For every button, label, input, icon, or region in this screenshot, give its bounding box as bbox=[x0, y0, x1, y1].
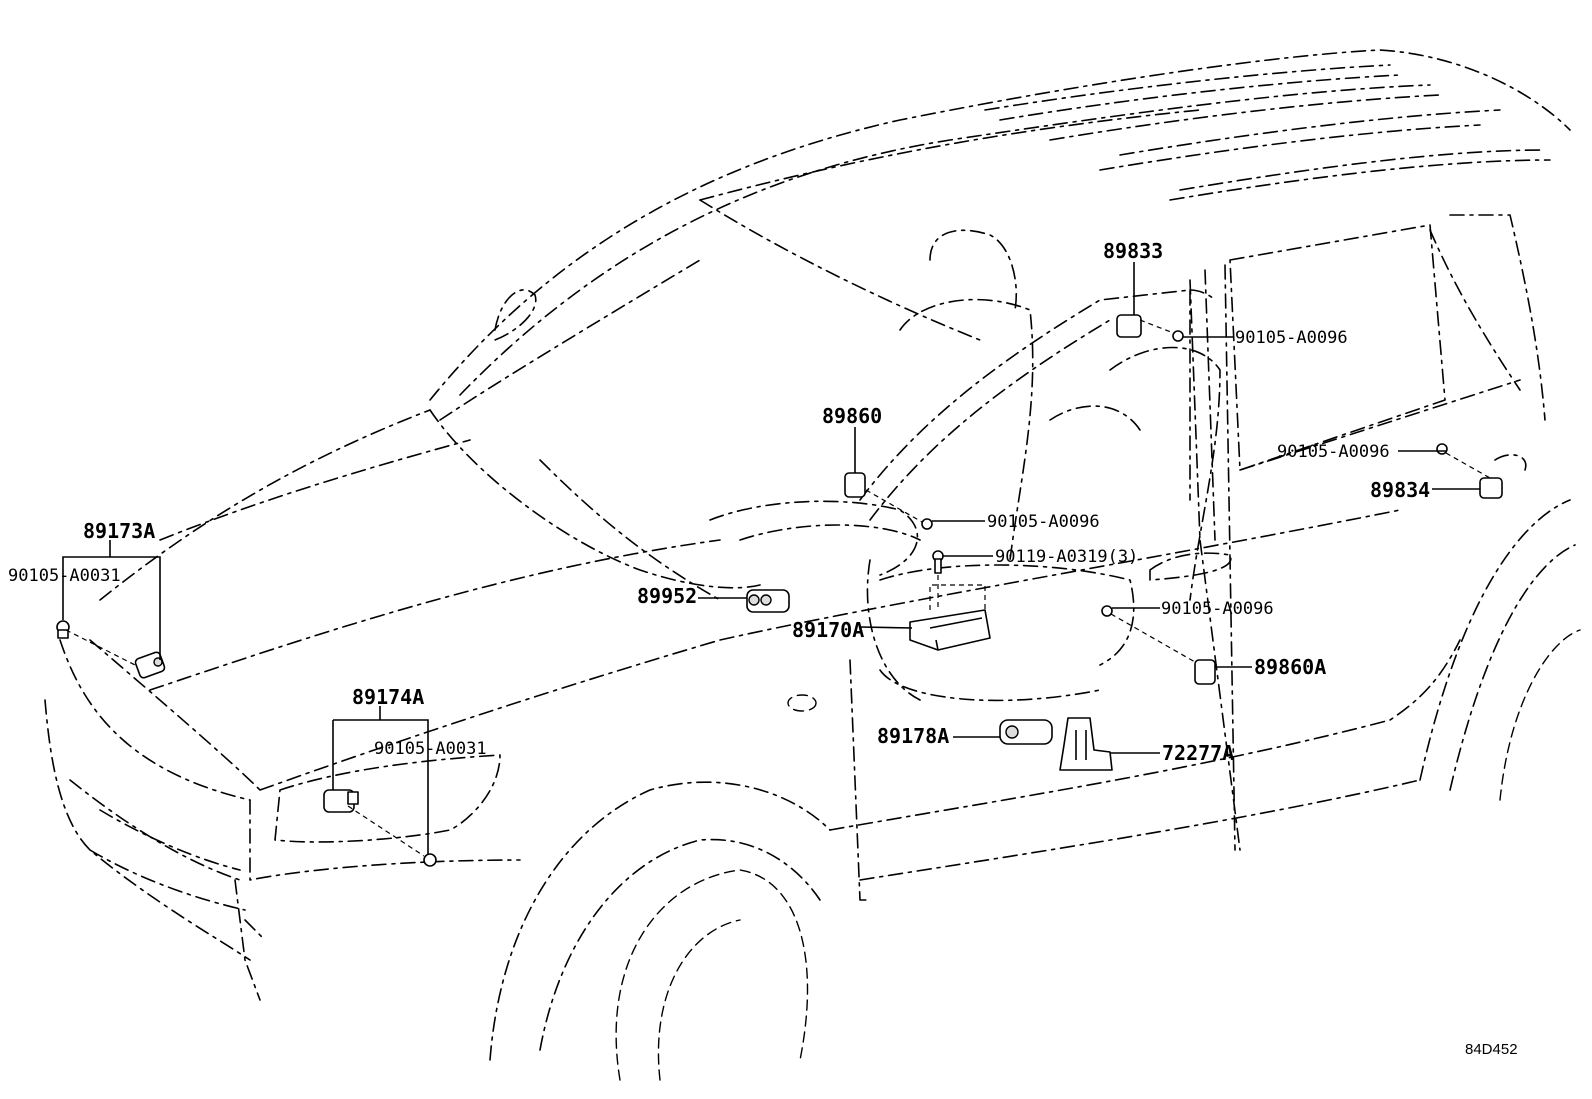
label-89860A: 89860A bbox=[1254, 655, 1326, 679]
bolt-90119-A0319 bbox=[932, 550, 944, 610]
label-89174A: 89174A bbox=[352, 685, 424, 709]
label-89833: 89833 bbox=[1103, 239, 1163, 263]
label-bolt-a0096-door: 90105-A0096 bbox=[1161, 599, 1274, 619]
label-bolt-a0096-center: 90105-A0096 bbox=[987, 512, 1100, 532]
part-labels: 89173A 90105-A0031 89174A 90105-A0031 89… bbox=[8, 239, 1518, 1058]
rear-sensor-89834 bbox=[1436, 443, 1527, 499]
vehicle-outline bbox=[44, 49, 1581, 1081]
leader-lines bbox=[62, 262, 1480, 855]
label-89860: 89860 bbox=[822, 404, 882, 428]
label-89178A: 89178A bbox=[877, 724, 949, 748]
label-89834: 89834 bbox=[1370, 478, 1430, 502]
seat-bracket-72277A bbox=[1059, 717, 1113, 771]
side-airbag-sensor-89860A bbox=[1101, 605, 1216, 685]
label-bolt-a0031-left: 90105-A0031 bbox=[8, 566, 121, 586]
parts bbox=[56, 314, 1527, 867]
bolt-90105-A0031-left bbox=[56, 620, 138, 667]
label-bolt-a0096-top: 90105-A0096 bbox=[1235, 328, 1348, 348]
label-bolt-a0319: 90119-A0319(3) bbox=[995, 547, 1138, 567]
bolt-90105-A0031-front bbox=[347, 805, 437, 867]
component-89952 bbox=[746, 589, 790, 613]
label-bolt-a0096-right: 90105-A0096 bbox=[1277, 442, 1390, 462]
drawing-reference: 84D452 bbox=[1465, 1041, 1518, 1058]
curtain-sensor-89833 bbox=[1116, 314, 1184, 342]
label-72277A: 72277A bbox=[1162, 741, 1234, 765]
side-airbag-sensor-89860 bbox=[844, 472, 933, 530]
label-89952: 89952 bbox=[637, 584, 697, 608]
label-89170A: 89170A bbox=[792, 618, 864, 642]
occupant-sensor-89178A bbox=[999, 719, 1053, 745]
front-airbag-sensor-rh-89174A bbox=[323, 789, 359, 813]
front-airbag-sensor-lh-89173A bbox=[134, 651, 166, 679]
label-89173A: 89173A bbox=[83, 519, 155, 543]
airbag-ecu-89170A bbox=[909, 584, 991, 651]
label-bolt-a0031-front: 90105-A0031 bbox=[374, 739, 487, 759]
